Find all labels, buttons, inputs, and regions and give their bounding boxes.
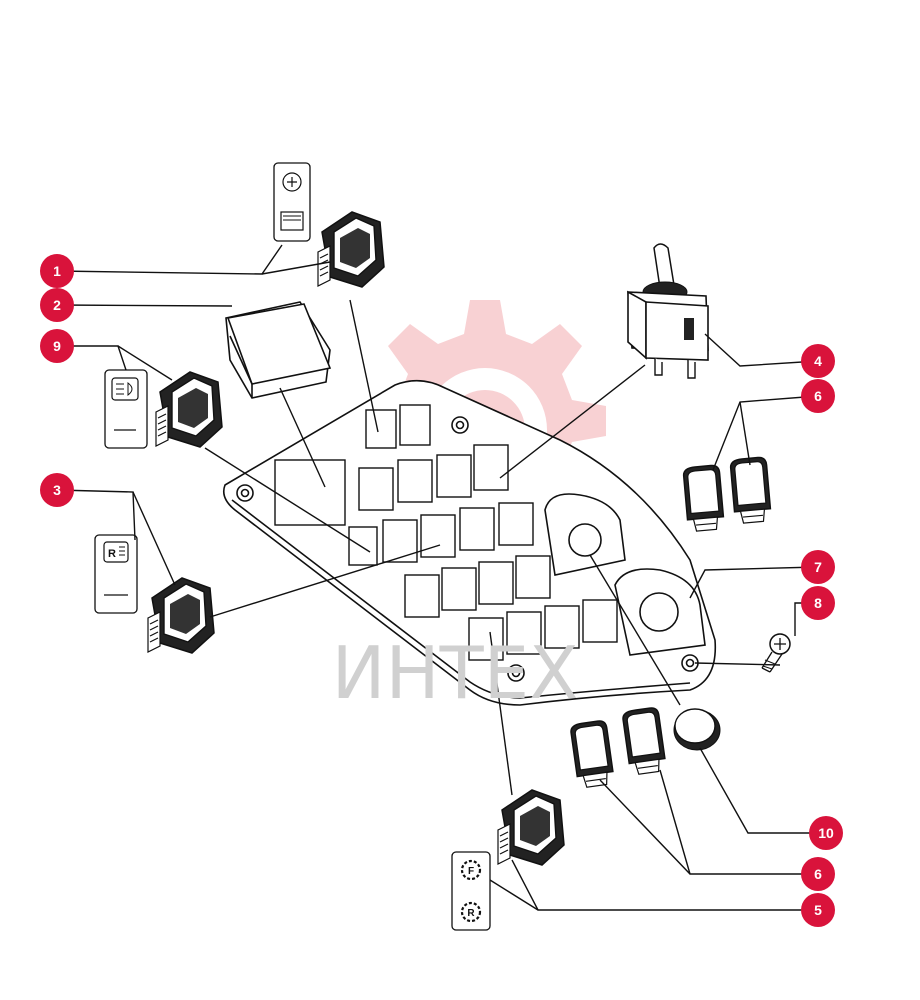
reverse-gear-icon: R <box>460 901 482 923</box>
callout-5: 5 <box>801 893 835 927</box>
callout-1: 1 <box>40 254 74 288</box>
rear-light-icon: R <box>103 541 129 563</box>
screw-8 <box>761 633 791 673</box>
svg-text:4: 4 <box>814 353 822 369</box>
forward-gear-icon: F <box>460 859 482 881</box>
svg-text:6: 6 <box>814 388 822 404</box>
svg-text:3: 3 <box>53 482 61 498</box>
rear-light-label: R <box>108 548 116 560</box>
symbol-plate-1 <box>273 162 311 242</box>
knob-10 <box>673 708 721 751</box>
callout-6-top: 6 <box>801 379 835 413</box>
forward-label: F <box>468 866 474 877</box>
callout-10: 10 <box>809 816 843 850</box>
svg-text:6: 6 <box>814 866 822 882</box>
callout-2: 2 <box>40 288 74 322</box>
svg-text:7: 7 <box>814 559 822 575</box>
switch-cap-6-top-b <box>729 456 773 525</box>
rocker-switch-9 <box>155 371 223 448</box>
work-light-icon <box>282 172 302 192</box>
switch-cap-6-bottom-a <box>569 719 616 790</box>
rocker-switch-3 <box>147 577 215 654</box>
leader-lines <box>56 244 826 911</box>
callout-4: 4 <box>801 344 835 378</box>
callout-8: 8 <box>801 586 835 620</box>
blank-cover-2 <box>225 301 332 399</box>
symbol-plate-5: F R <box>451 851 491 931</box>
callout-9: 9 <box>40 329 74 363</box>
watermark-text: ИНТЕХ <box>332 631 579 715</box>
toggle-switch-4 <box>627 243 709 379</box>
headlight-icon <box>111 377 139 401</box>
reverse-label: R <box>467 908 475 919</box>
control-panel-plate <box>222 379 717 706</box>
svg-text:1: 1 <box>53 263 61 279</box>
svg-text:10: 10 <box>818 825 834 841</box>
callout-7: 7 <box>801 550 835 584</box>
svg-text:5: 5 <box>814 902 822 918</box>
symbol-plate-9 <box>104 369 148 449</box>
callout-3: 3 <box>40 473 74 507</box>
svg-text:9: 9 <box>53 338 61 354</box>
rocker-switch-1 <box>317 211 385 288</box>
svg-text:2: 2 <box>53 297 61 313</box>
svg-text:8: 8 <box>814 595 822 611</box>
rocker-switch-5 <box>497 789 565 866</box>
callout-6-bottom: 6 <box>801 857 835 891</box>
switch-cap-6-bottom-b <box>621 706 668 777</box>
switch-cap-6-top-a <box>682 464 726 533</box>
symbol-plate-3: R <box>94 534 138 614</box>
